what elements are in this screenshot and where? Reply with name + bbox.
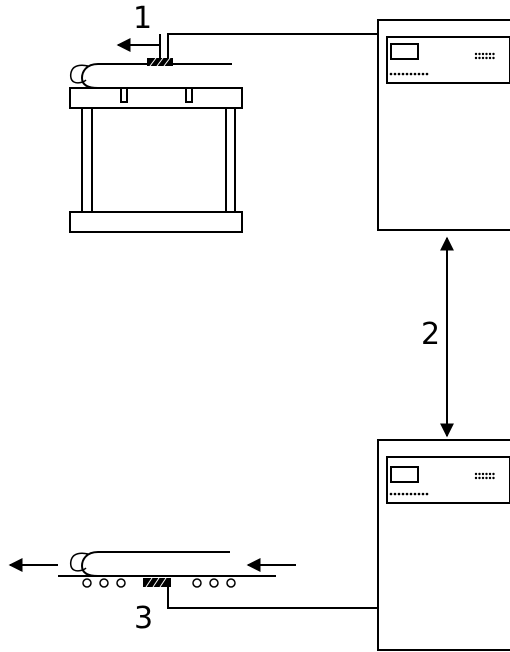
sensor-bottom bbox=[143, 577, 171, 588]
sensor-top bbox=[147, 57, 173, 67]
keypad-dots-top bbox=[474, 52, 495, 60]
controller-top bbox=[377, 19, 510, 231]
controller-bottom bbox=[377, 439, 510, 651]
callout-1: 1 bbox=[133, 1, 152, 36]
signal-line-bottom bbox=[167, 587, 378, 609]
callout-3: 3 bbox=[134, 601, 153, 636]
keypad-dots-bottom bbox=[474, 472, 495, 480]
callout-2: 2 bbox=[421, 317, 440, 352]
led-row-top bbox=[389, 72, 429, 76]
workpiece-bottom bbox=[69, 551, 230, 577]
workpiece-top bbox=[69, 63, 232, 89]
led-row-bottom bbox=[389, 492, 429, 496]
roller-conveyor bbox=[82, 578, 236, 588]
signal-line-top bbox=[167, 33, 378, 58]
press-frame bbox=[69, 87, 243, 233]
